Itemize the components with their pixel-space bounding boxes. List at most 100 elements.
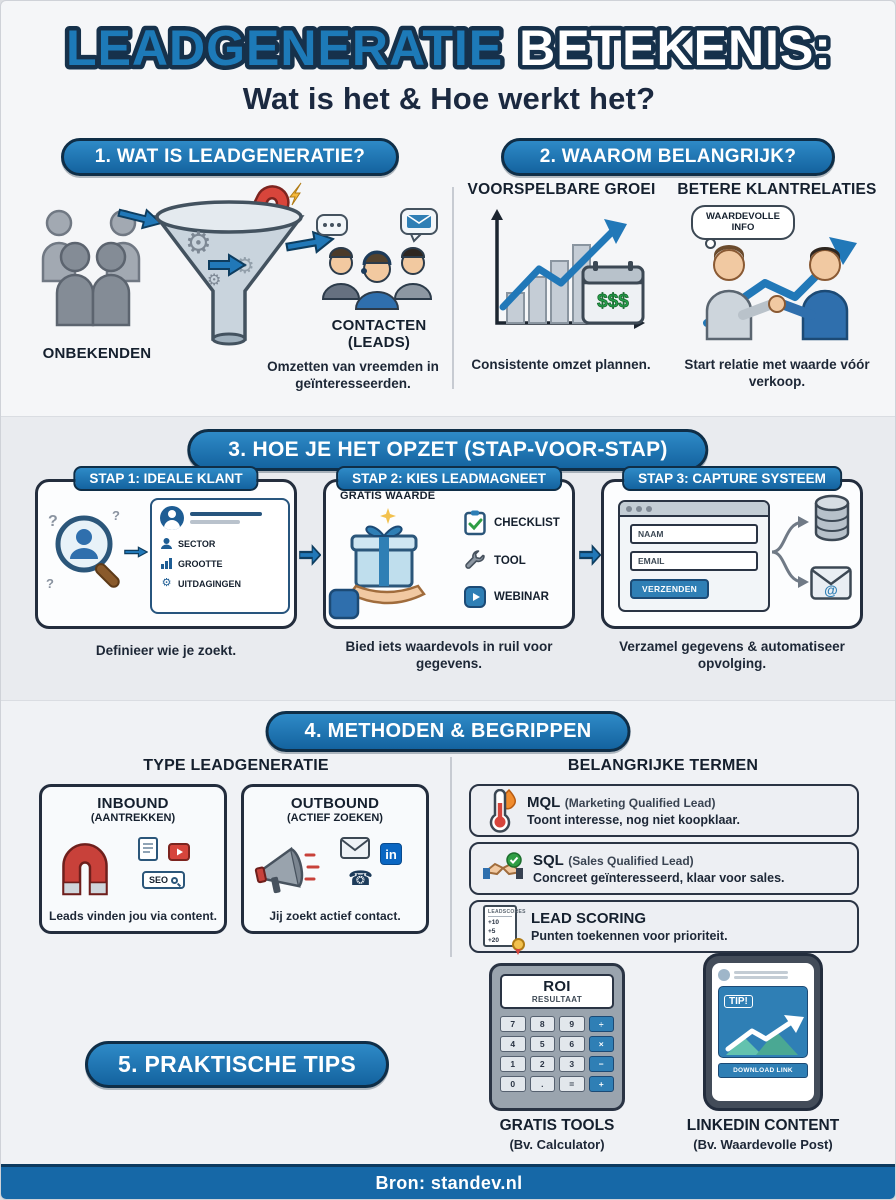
scorecard-header: LEADSCORES xyxy=(488,908,526,917)
profile-row-grootte: GROOTTE xyxy=(160,557,280,570)
avatar xyxy=(718,969,730,981)
gift-on-hand-icon xyxy=(328,508,426,620)
column-divider xyxy=(450,757,452,957)
term-full: (Marketing Qualified Lead) xyxy=(564,796,716,811)
step3-caption: Verzamel gegevens & automatiseer opvolgi… xyxy=(619,639,845,671)
profile-row-uitdagingen: ⚙ UITDAGINGEN xyxy=(161,577,241,589)
leads-label: CONTACTEN (LEADS) xyxy=(331,317,427,352)
seo-chip: SEO xyxy=(142,871,186,889)
inbound-card: INBOUND (AANTREKKEN) SEO Leads vinden jo… xyxy=(39,784,227,934)
page-title: LEADGENERATIE BETEKENIS: xyxy=(62,17,836,81)
column-divider xyxy=(452,187,454,389)
term-abbr: LEAD SCORING xyxy=(531,910,647,928)
download-link-button-illustration: DOWNLOAD LINK xyxy=(718,1063,808,1078)
section2-header: 2. WAAROM BELANGRIJK? xyxy=(501,138,835,176)
step3-card: STAP 3: CAPTURE SYSTEEM NAAM EMAIL VERZE… xyxy=(601,466,863,629)
magnifier-icon xyxy=(171,876,179,884)
megaphone-icon xyxy=(254,846,320,894)
free-value-label: GRATIS WAARDE xyxy=(340,490,436,502)
outbound-card: OUTBOUND (ACTIEF ZOEKEN) in ☎ Jij zoekt … xyxy=(241,784,429,934)
form-field-naam: NAAM xyxy=(630,524,758,544)
strangers-icon xyxy=(41,209,141,327)
relations-title: BETERE KLANTRELATIES xyxy=(677,181,877,198)
step1-title: STAP 1: IDEALE KLANT xyxy=(73,466,259,491)
handshake-check-icon xyxy=(483,851,523,879)
option-checklist: CHECKLIST xyxy=(464,510,560,536)
submit-button-illustration: VERZENDEN xyxy=(630,579,710,599)
step-arrow-icon xyxy=(299,544,321,566)
term-desc: Toont interesse, nog niet koopklaar. xyxy=(527,812,741,827)
outbound-caption: Jij zoekt actief contact. xyxy=(269,908,401,923)
growth-caption: Consistente omzet plannen. xyxy=(471,357,651,372)
linkedin-post: TIP! xyxy=(718,986,808,1058)
medal-icon xyxy=(512,937,525,955)
lead-funnel-icon: ⚙ ⚙ ⚙ xyxy=(153,182,305,346)
wrench-icon xyxy=(465,550,485,569)
bar-chart-icon xyxy=(160,557,173,570)
profile-lines xyxy=(190,508,262,528)
section4-header: 4. METHODEN & BEGRIPPEN xyxy=(265,711,631,752)
outbound-subtitle: (ACTIEF ZOEKEN) xyxy=(287,812,383,824)
term-desc: Concreet geïnteresseerd, klaar voor sale… xyxy=(533,870,785,885)
term-abbr: SQL xyxy=(533,852,564,870)
lead-magnet-options: CHECKLIST TOOL WEBINAR xyxy=(464,510,560,608)
avatar xyxy=(160,506,184,530)
gear-icon: ⚙ xyxy=(185,227,212,260)
phone-screen: TIP! DOWNLOAD LINK xyxy=(712,963,814,1101)
svg-text:?: ? xyxy=(112,508,120,523)
post-header-lines xyxy=(734,969,788,981)
revenue-calendar-icon: $$$ xyxy=(581,261,645,325)
growth-chart-icon: $$$ xyxy=(491,209,645,329)
page-subtitle: Wat is het & Hoe werkt het? xyxy=(242,81,656,116)
window-titlebar xyxy=(620,502,768,517)
form-field-email: EMAIL xyxy=(630,551,758,571)
flow-connectors-icon xyxy=(771,516,809,588)
tip1-subtitle: (Bv. Calculator) xyxy=(509,1137,605,1152)
growth-title: VOORSPELBARE GROEI xyxy=(467,181,656,198)
svg-text:?: ? xyxy=(48,513,58,530)
terms-title: BELANGRIJKE TERMEN xyxy=(567,757,759,774)
step-arrow-icon xyxy=(579,544,601,566)
term-sql: SQL (Sales Qualified Lead) Concreet geïn… xyxy=(469,842,859,895)
profile-row-sector: SECTOR xyxy=(160,537,280,550)
outbound-title: OUTBOUND xyxy=(290,795,380,812)
step3-title: STAP 3: CAPTURE SYSTEEM xyxy=(622,466,842,491)
term-desc: Punten toekennen voor prioriteit. xyxy=(531,928,728,943)
title-word-blue: LEADGENERATIE xyxy=(66,20,503,76)
inbound-caption: Leads vinden jou via content. xyxy=(48,908,218,923)
step2-caption: Bied iets waardevols in ruil voor gegeve… xyxy=(345,639,553,671)
term-mql: MQL (Marketing Qualified Lead) Toont int… xyxy=(469,784,859,837)
section3-header: 3. HOE JE HET OPZET (STAP-VOOR-STAP) xyxy=(187,429,709,471)
linkedin-icon: in xyxy=(380,843,402,865)
section5-header: 5. PRAKTISCHE TIPS xyxy=(85,1041,389,1088)
term-full: (Sales Qualified Lead) xyxy=(568,854,694,869)
magnet-icon xyxy=(62,843,108,896)
arrow-icon xyxy=(124,546,148,558)
gear-icon: ⚙ xyxy=(161,577,172,589)
calculator-screen: ROI RESULTAAT xyxy=(500,974,614,1009)
at-sign: @ xyxy=(824,582,838,598)
email-automation-icon: @ xyxy=(810,566,852,600)
title-word-white: BETEKENIS: xyxy=(519,20,832,76)
inbound-title: INBOUND xyxy=(97,795,169,812)
arrow-into-funnel-icon xyxy=(117,208,163,230)
step2-card: STAP 2: KIES LEADMAGNEET GRATIS WAARDE C… xyxy=(323,466,575,629)
phone-icon: ☎ xyxy=(348,868,373,890)
database-icon xyxy=(814,494,850,542)
inbound-subtitle: (AANTREKKEN) xyxy=(90,812,176,824)
step1-card: STAP 1: IDEALE KLANT ? ? ? SECTOR G xyxy=(35,466,297,629)
option-tool: TOOL xyxy=(464,550,560,572)
smartphone-illustration: TIP! DOWNLOAD LINK xyxy=(703,953,823,1111)
tip1-title: GRATIS TOOLS xyxy=(499,1117,615,1134)
strangers-label: ONBEKENDEN xyxy=(42,345,152,362)
arrow-to-leads-icon xyxy=(285,230,336,254)
tip2-title: LINKEDIN CONTENT xyxy=(686,1117,840,1134)
term-lead-scoring: LEADSCORES +10 +5 +20 LEAD SCORING Punte… xyxy=(469,900,859,955)
post-chart-icon xyxy=(725,1015,804,1055)
video-icon xyxy=(168,843,190,861)
capture-form-window: NAAM EMAIL VERZENDEN xyxy=(618,500,770,612)
term-abbr: MQL xyxy=(527,794,561,812)
types-title: TYPE LEADGENERATIE xyxy=(143,757,329,774)
tip2-subtitle: (Bv. Waardevolle Post) xyxy=(693,1137,833,1152)
